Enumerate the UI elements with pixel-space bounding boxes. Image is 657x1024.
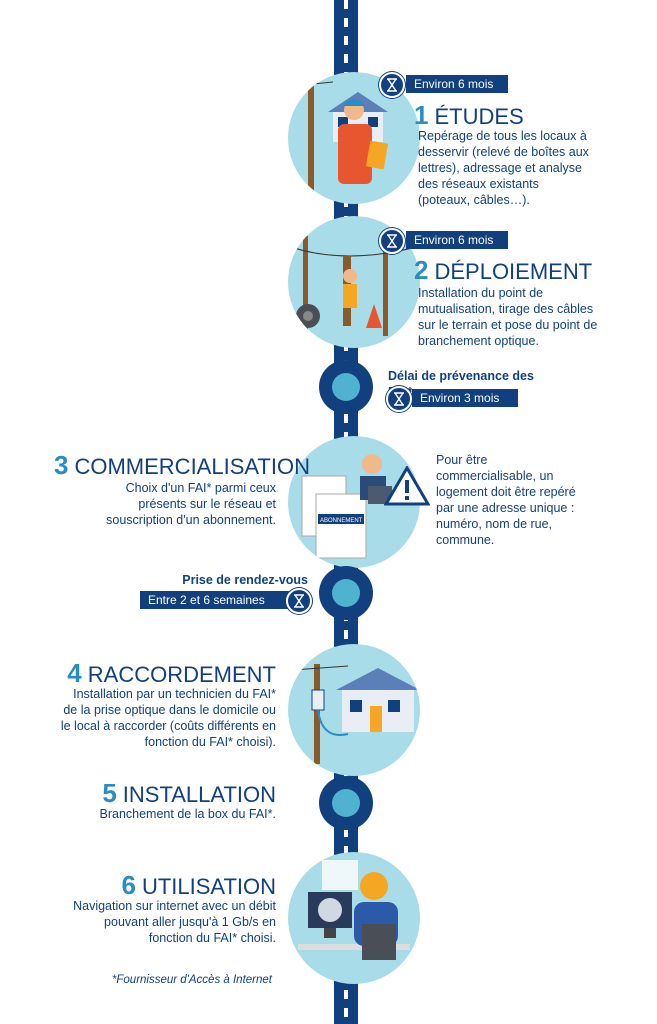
step3-note: Pour être commercialisable, un logement … bbox=[436, 453, 576, 547]
house-icon bbox=[292, 664, 420, 764]
interval1-duration: Environ 3 mois bbox=[412, 389, 518, 407]
step6-illustration bbox=[288, 852, 420, 984]
step2-description: Installation du point de mutualisation, … bbox=[418, 286, 598, 348]
hourglass-icon bbox=[286, 588, 312, 614]
hourglass-icon bbox=[386, 386, 412, 412]
timeline-node bbox=[319, 360, 373, 414]
step6-description: Navigation sur internet avec un débit po… bbox=[73, 899, 276, 945]
step5-description: Branchement de la box du FAI*. bbox=[99, 807, 277, 821]
step3-description: Choix d'un FAI* parmi ceux présents sur … bbox=[106, 481, 276, 527]
step4-description: Installation par un technicien du FAI* d… bbox=[60, 687, 276, 749]
step2-duration: Environ 6 mois bbox=[406, 231, 508, 249]
subscription-icon: ABONNEMENT bbox=[301, 454, 392, 559]
worker-icon bbox=[292, 81, 389, 192]
footnote: *Fournisseur d'Accès à Internet bbox=[111, 974, 272, 986]
computer-icon bbox=[298, 860, 410, 960]
warning-icon bbox=[384, 466, 430, 506]
cable-worker-icon bbox=[288, 236, 420, 336]
hourglass-icon bbox=[379, 72, 405, 98]
svg-text:ABONNEMENT: ABONNEMENT bbox=[320, 518, 363, 524]
timeline-node bbox=[319, 776, 373, 830]
step4-illustration bbox=[288, 644, 420, 776]
interval2-duration: Entre 2 et 6 semaines bbox=[140, 591, 296, 609]
hourglass-icon bbox=[379, 228, 405, 254]
timeline-node bbox=[319, 566, 373, 620]
interval2-label: Prise de rendez-vous bbox=[182, 573, 308, 587]
step1-description: Repérage de tous les locaux à desservir … bbox=[418, 129, 589, 207]
step1-duration: Environ 6 mois bbox=[406, 75, 508, 93]
